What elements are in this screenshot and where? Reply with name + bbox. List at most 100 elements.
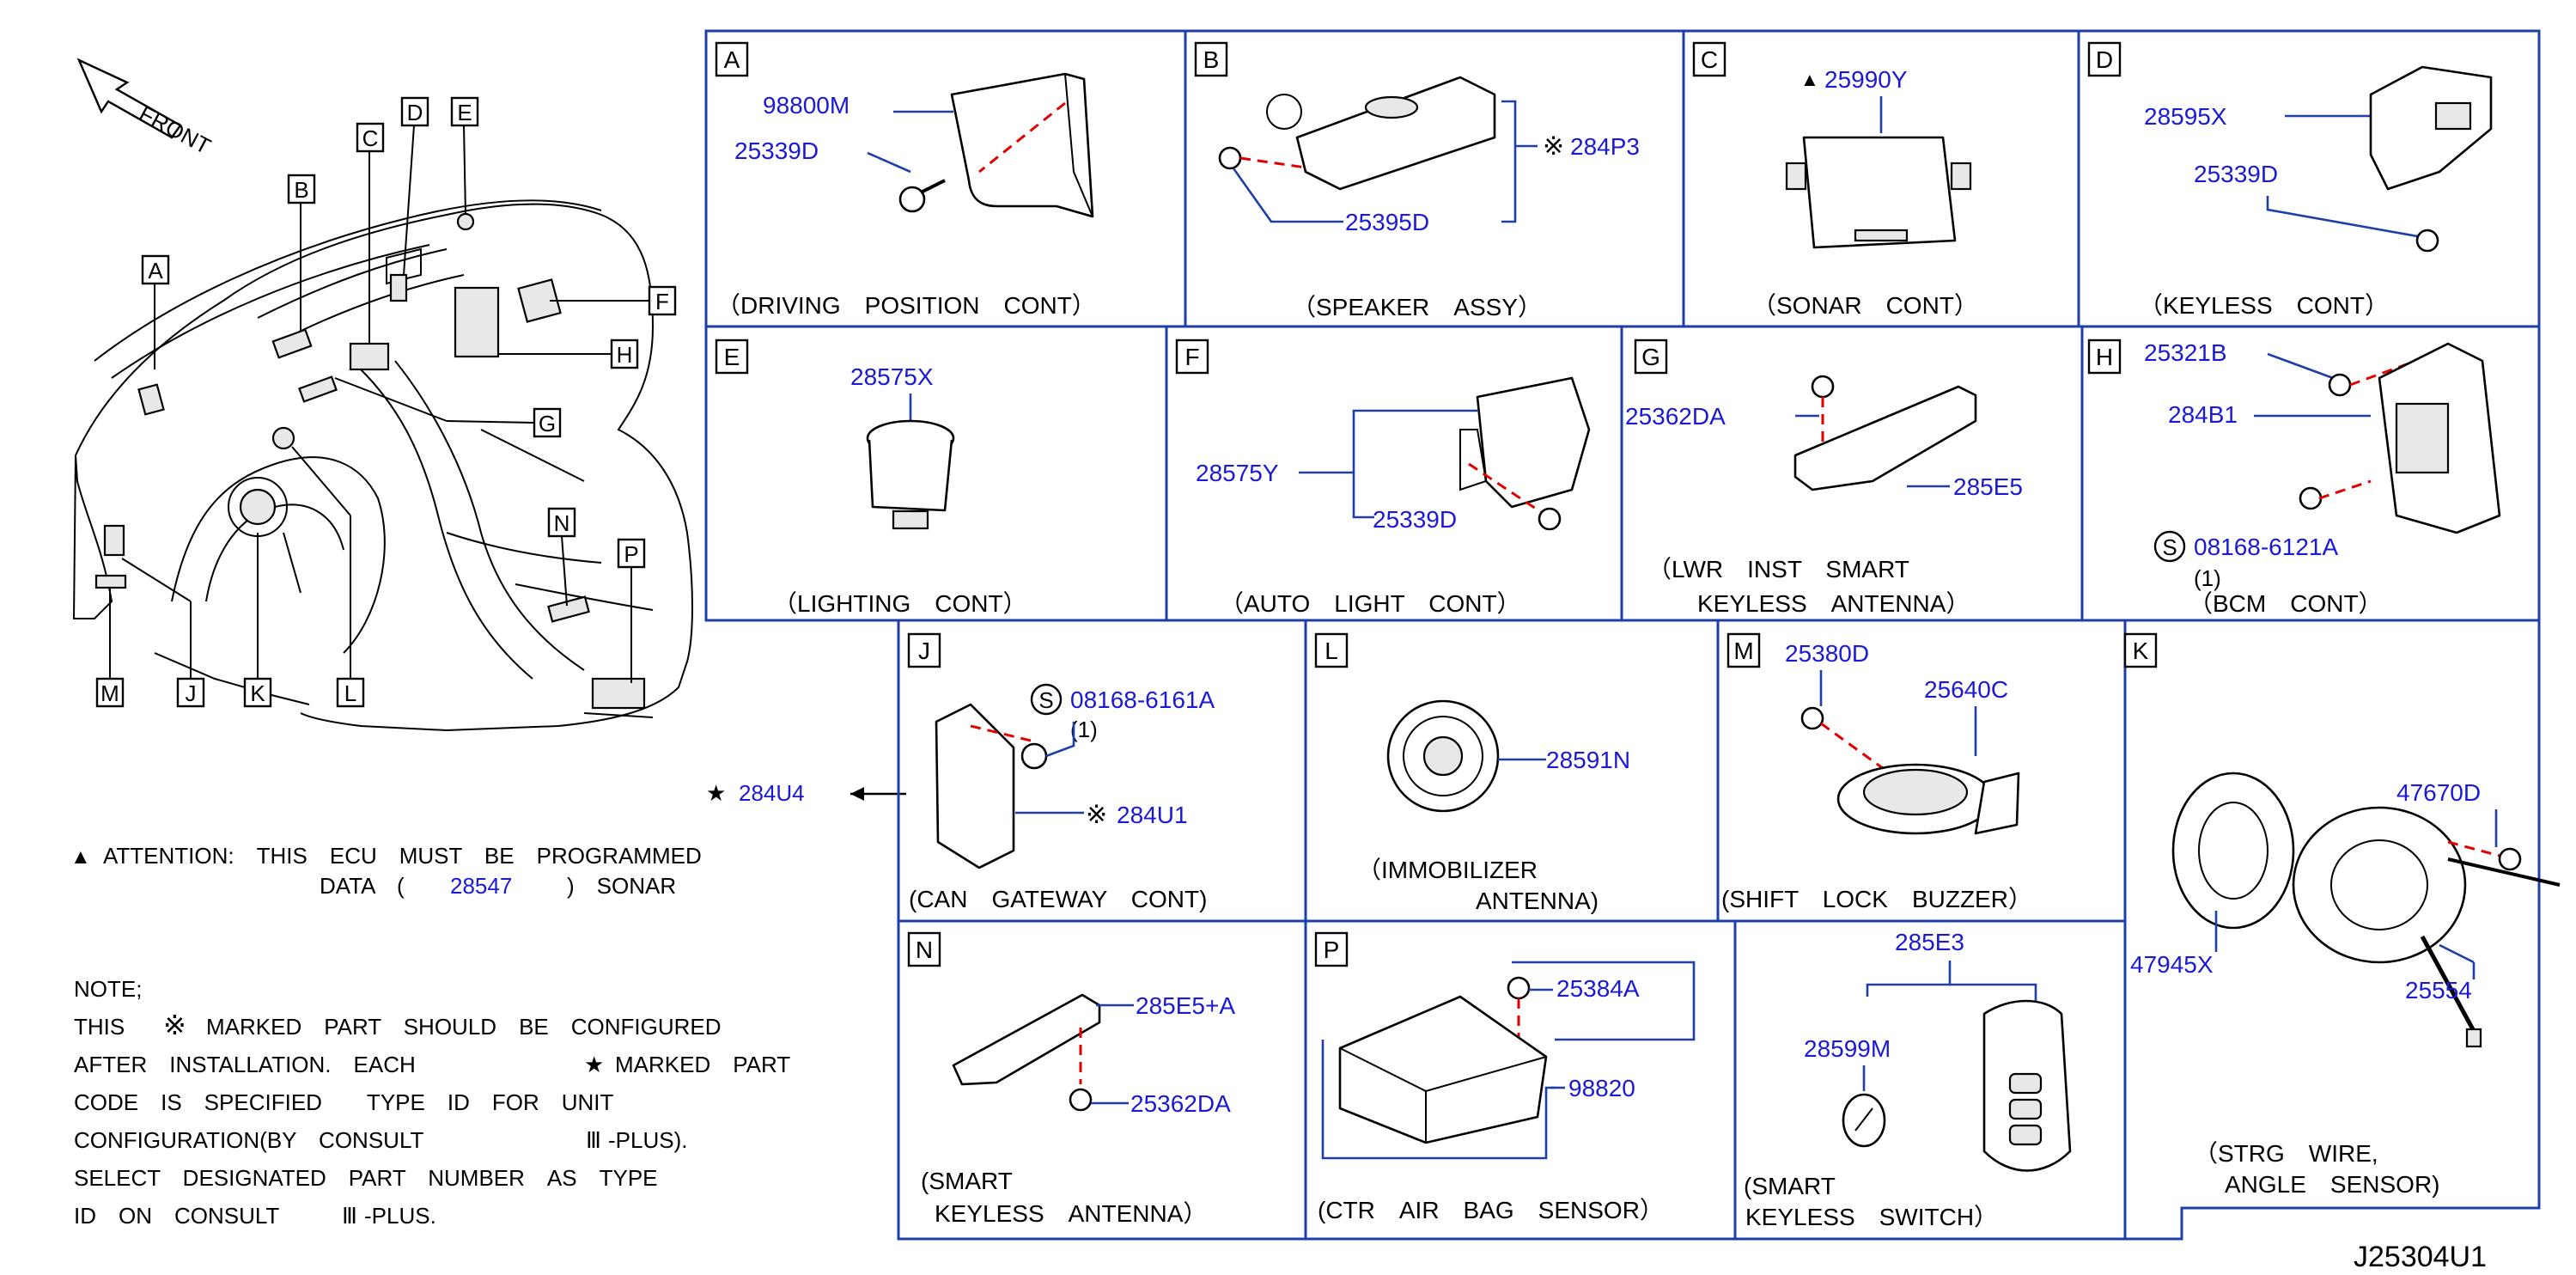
panel-h-caption: （BCM CONT） (2189, 590, 2383, 617)
panel-frames (704, 29, 2541, 1241)
front-label: FRONT (135, 101, 215, 160)
panel-a: A 98800M 25339D （DRIVING POSITION CONT） (715, 41, 1096, 319)
speaker-assy (1295, 76, 1496, 191)
panel-n-caption-2: KEYLESS ANTENNA） (935, 1200, 1207, 1227)
panel-j-s-mark: S (1038, 687, 1053, 713)
attention-line1: ATTENTION: THIS ECU MUST BE PROGRAMMED (103, 843, 702, 869)
svg-text:※: ※ (163, 1010, 186, 1040)
part-25384a: 25384A (1556, 975, 1640, 1002)
panel-a-caption: （DRIVING POSITION CONT） (716, 292, 1096, 319)
configuration-note: NOTE; THIS ※ MARKED PART SHOULD BE CONFI… (74, 976, 790, 1229)
part-25362da-g: 25362DA (1625, 403, 1726, 430)
front-arrow: FRONT (76, 58, 215, 160)
overview-label-d: D (407, 100, 423, 125)
panel-e-caption: （LIGHTING CONT） (773, 590, 1027, 617)
panel-k-caption-1: （STRG WIRE, (2194, 1140, 2378, 1167)
panel-j-caption: (CAN GATEWAY CONT) (909, 886, 1207, 912)
svg-text:Ⅲ: Ⅲ (342, 1203, 357, 1229)
panel-smart-keyless-switch: 285E3 28599M (SMART KEYLESS SWITCH） (1744, 929, 2072, 1230)
panel-s-caption-1: (SMART (1744, 1173, 1836, 1199)
panel-j-letter: J (918, 638, 930, 664)
panel-j: J S 08168-6161A (1) ※ 284U1 (CAN GATEWAY… (907, 632, 1215, 912)
panel-p-letter: P (1324, 936, 1340, 963)
panel-p-caption: (CTR AIR BAG SENSOR） (1318, 1197, 1664, 1223)
part-284b1: 284B1 (2168, 401, 2238, 428)
panel-c-letter: C (1701, 46, 1718, 73)
svg-text:MARKED PART SHOULD BE CONFIGUR: MARKED PART SHOULD BE CONFIGURED (206, 1014, 722, 1040)
attention-note: ▲ ATTENTION: THIS ECU MUST BE PROGRAMMED… (70, 843, 702, 899)
panel-h-s-mark: S (2162, 534, 2177, 560)
panel-c: C ▲ 25990Y （SONAR CONT） (1692, 41, 1978, 319)
overview-label-l: L (344, 680, 356, 706)
lwr-inst-smart-keyless-antenna (1793, 385, 1977, 491)
panel-h-letter: H (2096, 344, 2113, 370)
keyless-cont (2369, 65, 2493, 191)
panel-m-caption: (SHIFT LOCK BUZZER） (1721, 886, 2032, 912)
panel-s-caption-2: KEYLESS SWITCH） (1745, 1204, 1998, 1230)
part-08168-6121a: 08168-6121A (2194, 534, 2338, 560)
panel-p: P 25384A 98820 (CTR AIR BAG SENSOR） (1314, 931, 1696, 1223)
part-28599m: 28599M (1804, 1035, 1891, 1062)
panel-l-caption-1: （IMMOBILIZER (1357, 857, 1538, 883)
svg-text:CONFIGURATION(BY CONSULT: CONFIGURATION(BY CONSULT (74, 1127, 423, 1153)
overview-label-k: K (250, 680, 265, 706)
panel-d: D 28595X 25339D （KEYLESS CONT） (2087, 41, 2493, 319)
part-47670d: 47670D (2396, 779, 2481, 806)
overview-label-e: E (457, 100, 472, 125)
panel-g-letter: G (1641, 344, 1660, 370)
overview-label-a: A (148, 258, 163, 284)
part-25339d-a: 25339D (734, 137, 819, 164)
spiral-cable (2292, 806, 2467, 964)
svg-text:SELECT DESIGNATED PART NUMBER: SELECT DESIGNATED PART NUMBER AS TYPE (74, 1165, 658, 1191)
panel-l-letter: L (1325, 638, 1338, 664)
panel-c-caption: （SONAR CONT） (1752, 292, 1978, 319)
panel-k-caption-2: ANGLE SENSOR) (2225, 1171, 2440, 1198)
overview-label-n: N (554, 510, 570, 536)
part-25362da-n: 25362DA (1130, 1090, 1231, 1117)
can-gateway-cont (935, 703, 1015, 869)
svg-text:THIS: THIS (74, 1014, 125, 1040)
svg-text:Ⅲ: Ⅲ (586, 1127, 601, 1153)
panel-b-caption: （SPEAKER ASSY） (1292, 294, 1542, 320)
steering-angle-sensor (2171, 772, 2295, 930)
part-25339d-f: 25339D (1373, 506, 1457, 533)
svg-text:-PLUS).: -PLUS). (608, 1127, 687, 1153)
panel-k-letter: K (2133, 638, 2149, 664)
panel-k: K 47670D 47945X 25554 （STRG WIRE, ANGLE … (2123, 632, 2561, 1198)
auto-light-cont (1476, 376, 1591, 509)
panel-e: E 28575X （LIGHTING CONT） (715, 339, 1027, 617)
panel-m-letter: M (1733, 638, 1753, 664)
diagram-id: J25304U1 (2354, 1241, 2487, 1273)
note-title: NOTE; (74, 976, 142, 1002)
smart-keyless-antenna (952, 993, 1101, 1086)
panel-b: B ※ 284P3 25395D （SPEAKER ASSY） (1194, 41, 1640, 320)
part-28575x: 28575X (850, 363, 934, 390)
part-08168-6161a: 08168-6161A (1070, 686, 1215, 713)
svg-text:ID ON CONSULT: ID ON CONSULT (74, 1203, 279, 1229)
part-28547: 28547 (450, 873, 512, 899)
overview-label-g: G (539, 411, 556, 436)
part-25339d-d: 25339D (2194, 161, 2278, 187)
panel-b-mark: ※ (1543, 132, 1564, 161)
part-284u4: 284U4 (739, 780, 805, 806)
panel-h-qty: (1) (2194, 565, 2221, 591)
svg-text:★: ★ (706, 780, 726, 806)
part-25321b: 25321B (2144, 339, 2227, 366)
panel-b-letter: B (1203, 46, 1220, 73)
ctr-air-bag-sensor (1338, 995, 1548, 1144)
svg-text:★: ★ (584, 1052, 604, 1077)
panel-n: N 285E5+A 25362DA (SMART KEYLESS ANTENNA… (907, 931, 1235, 1227)
panel-l: L 28591N （IMMOBILIZER ANTENNA) (1314, 632, 1630, 914)
overview-label-j: J (186, 680, 197, 706)
part-25395d: 25395D (1345, 209, 1429, 235)
overview-label-b: B (294, 177, 308, 203)
panel-f-caption: （AUTO LIGHT CONT） (1220, 590, 1521, 617)
panel-d-letter: D (2096, 46, 2113, 73)
part-284p3: 284P3 (1570, 133, 1640, 160)
overview-label-m: M (100, 680, 119, 706)
panel-m: M 25380D 25640C (SHIFT LOCK BUZZER） (1721, 632, 2032, 912)
overview-callouts: A B C D E F H G J K L (95, 96, 677, 708)
svg-text:MARKED PART: MARKED PART (615, 1052, 790, 1077)
overview-label-p: P (624, 541, 638, 567)
